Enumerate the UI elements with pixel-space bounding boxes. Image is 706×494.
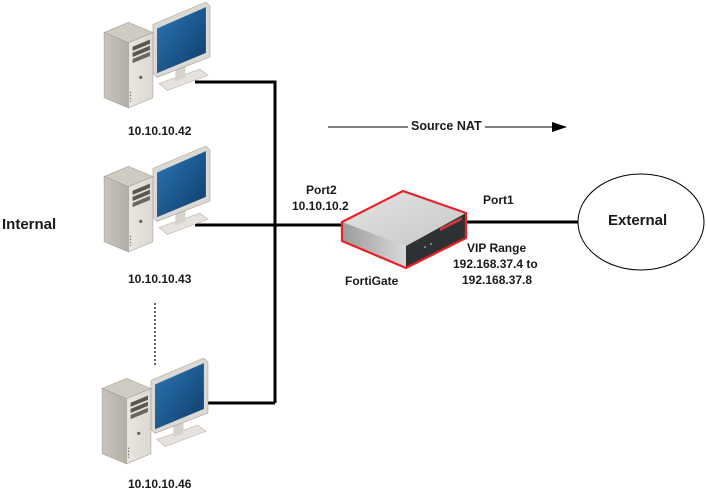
external-network-ellipse <box>577 173 705 271</box>
computer-icon <box>103 146 211 253</box>
host-ip-label: 10.10.10.42 <box>128 124 192 138</box>
vip-range-from: 192.168.37.4 to <box>453 257 538 271</box>
port2-ip: 10.10.10.2 <box>292 199 349 213</box>
computer-icon <box>103 2 211 109</box>
port1-name: Port1 <box>483 193 514 207</box>
fortigate-label: FortiGate <box>345 274 399 288</box>
link-host-42 <box>195 80 277 403</box>
vip-range-to: 192.168.37.8 <box>462 273 533 287</box>
lan-bus <box>195 80 578 405</box>
port2-name: Port2 <box>306 183 337 197</box>
internal-zone-label: Internal <box>2 216 57 233</box>
fortigate-appliance-icon <box>340 189 468 270</box>
host-ip-label: 10.10.10.43 <box>128 272 192 286</box>
vip-range-title: VIP Range <box>467 241 527 255</box>
source-nat-label: Source NAT <box>408 119 485 133</box>
external-zone-label: External <box>608 212 668 229</box>
computer-icon <box>101 358 209 465</box>
host-ip-label: 10.10.10.46 <box>128 477 192 491</box>
